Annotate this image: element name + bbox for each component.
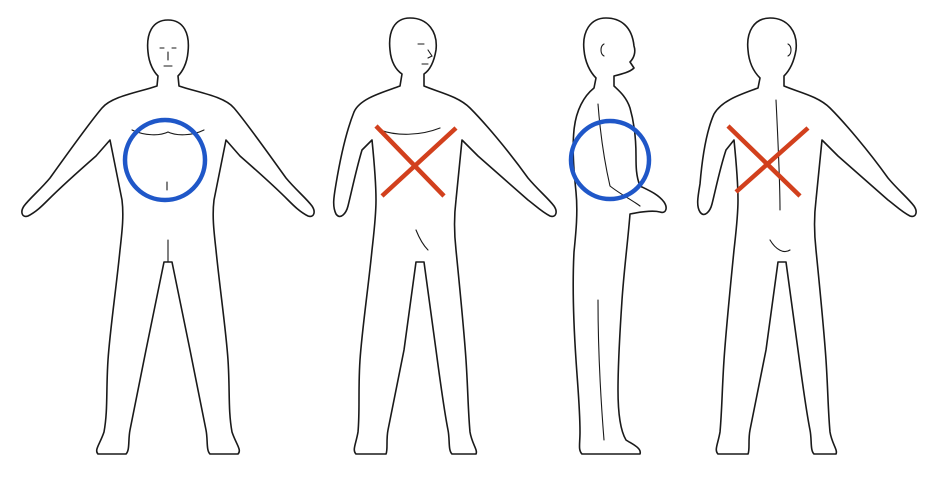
- marker-cross-three-quarter: [374, 124, 458, 198]
- marker-cross-back: [726, 124, 810, 198]
- figure-front: [21, 19, 315, 455]
- figure-back-body: [696, 17, 917, 455]
- marker-circle-front: [122, 117, 208, 203]
- figure-side-body: [572, 17, 667, 455]
- figure-back: [696, 17, 917, 455]
- figure-front-body: [21, 19, 315, 455]
- marker-circle-side: [568, 118, 652, 202]
- figure-front-face: [159, 47, 177, 67]
- figure-back-ear: [787, 43, 792, 57]
- figure-side-legline: [597, 299, 605, 441]
- figure-three-quarter-face: [417, 43, 433, 65]
- figure-side-ear: [600, 43, 605, 57]
- figure-back-spine: [769, 99, 791, 253]
- figure-side: [572, 17, 667, 455]
- figure-side-arm: [597, 103, 641, 207]
- figure-three-quarter: [332, 17, 557, 455]
- figure-three-quarter-body: [332, 17, 557, 455]
